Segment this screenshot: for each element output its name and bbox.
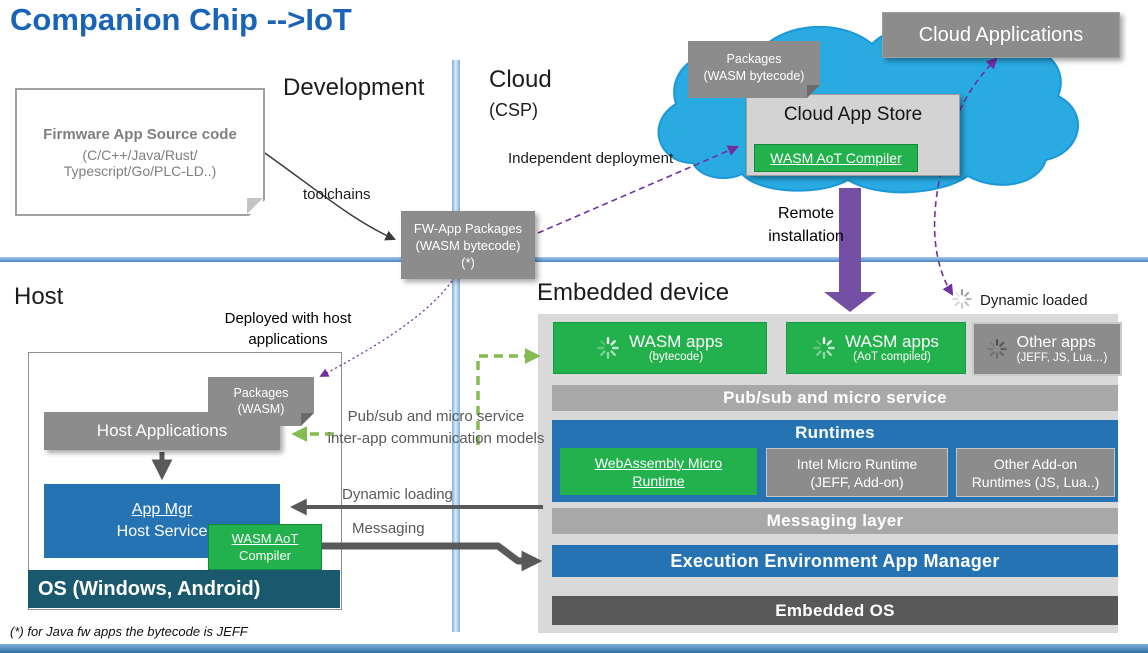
remote-line1: Remote (777, 205, 835, 222)
wasm-apps2-title: WASM apps (845, 332, 939, 351)
footnote: (*) for Java fw apps the bytecode is JEF… (10, 624, 248, 639)
other-apps-title: Other apps (1016, 334, 1096, 351)
host-compiler-line1: WASM AoT (231, 531, 299, 546)
pubsub-models-line2: inter-app communication models (327, 430, 545, 447)
cloud-app-store-title: Cloud App Store (783, 104, 923, 125)
webassembly-micro-runtime-box: WebAssembly Micro Runtime (560, 448, 757, 495)
other-rt-line2: Runtimes (JS, Lua..) (971, 473, 1100, 490)
cloud-wasm-aot-compiler-label: WASM AoT Compiler (770, 150, 902, 166)
remote-line2: installation (768, 228, 844, 245)
page-title: Companion Chip -->IoT (10, 2, 352, 37)
host-packages-note: Packages (WASM) (208, 377, 314, 426)
execution-environment-bar: Execution Environment App Manager (552, 545, 1118, 577)
section-label-cloud: Cloud (489, 66, 552, 93)
section-label-embedded-device: Embedded device (537, 279, 730, 306)
fwpkg-line3: (*) (461, 254, 475, 270)
other-apps-box: Other apps (JEFF, JS, Lua…) (972, 322, 1122, 376)
cloud-packages-line1: Packages (726, 52, 782, 66)
messaging-layer-bar: Messaging layer (552, 508, 1118, 534)
fwpkg-line1: FW-App Packages (413, 220, 523, 236)
wasm-apps-bytecode-box: WASM apps (bytecode) (553, 322, 767, 374)
cloud-csp-label: (CSP) (489, 100, 538, 120)
dynamic-loaded-label: Dynamic loaded (980, 292, 1088, 309)
cloud-packages-note: Packages (WASM bytecode) (688, 41, 820, 98)
bottom-accent-bar (0, 644, 1148, 653)
other-rt-line1: Other Add-on (993, 455, 1078, 472)
deployed-line1: Deployed with host (224, 310, 352, 327)
wasm-apps1-sub: (bytecode) (648, 351, 704, 363)
horizontal-divider (0, 257, 1148, 262)
deployed-line2: applications (248, 331, 328, 348)
fw-app-packages-box: FW-App Packages (WASM bytecode) (*) (401, 211, 535, 279)
firmware-source-box: Firmware App Source code (C/C++/Java/Rus… (15, 88, 265, 216)
wamr-line2: Runtime (632, 472, 685, 489)
pubsub-models-line1: Pub/sub and micro service (347, 408, 525, 425)
intel-rt-line2: (JEFF, Add-on) (810, 473, 904, 490)
fwpkg-line2: (WASM bytecode) (415, 237, 521, 253)
embedded-os-bar: Embedded OS (552, 596, 1118, 625)
host-packages-line1: Packages (233, 386, 289, 400)
section-label-host: Host (14, 283, 64, 310)
dynamic-loading-label: Dynamic loading (342, 486, 453, 503)
host-os-label: OS (Windows, Android) (38, 578, 261, 600)
folded-corner (247, 198, 263, 214)
toolchains-label: toolchains (303, 186, 371, 203)
pubsub-service-bar: Pub/sub and micro service (552, 385, 1118, 411)
app-mgr-line1: App Mgr (131, 501, 193, 518)
firmware-title: Firmware App Source code (43, 125, 237, 143)
host-applications-label: Host Applications (96, 421, 228, 440)
host-wasm-aot-compiler-box: WASM AoT Compiler (208, 524, 322, 570)
cloud-wasm-aot-compiler-box: WASM AoT Compiler (754, 144, 918, 172)
wamr-line1: WebAssembly Micro (594, 454, 723, 471)
remote-installation-label: Remote installation (756, 202, 856, 248)
cloud-applications-label: Cloud Applications (918, 23, 1084, 46)
wasm-apps1-title: WASM apps (629, 332, 723, 351)
host-compiler-line2: Compiler (238, 548, 291, 563)
host-os-bar: OS (Windows, Android) (28, 570, 340, 608)
app-mgr-line2: Host Service (116, 523, 208, 540)
runtimes-title: Runtimes (795, 423, 875, 442)
intel-rt-line1: Intel Micro Runtime (796, 455, 918, 472)
wasm-apps2-sub: (AoT compiled) (853, 351, 931, 363)
independent-deployment-label: Independent deployment (508, 150, 674, 167)
spinner-icon (986, 339, 1007, 359)
spinner-icon (952, 289, 972, 309)
intel-micro-runtime-box: Intel Micro Runtime (JEFF, Add-on) (766, 448, 948, 497)
pubsub-models-label: Pub/sub and micro service inter-app comm… (322, 406, 550, 450)
vertical-divider (452, 60, 460, 632)
other-apps-sub: (JEFF, JS, Lua…) (1016, 352, 1108, 364)
host-packages-line2: (WASM) (237, 402, 285, 416)
firmware-langs-line2: Typescript/Go/PLC-LD..) (63, 162, 217, 179)
cloud-packages-line2: (WASM bytecode) (703, 69, 805, 83)
other-addon-runtimes-box: Other Add-on Runtimes (JS, Lua..) (956, 448, 1115, 497)
messaging-label: Messaging (352, 520, 425, 537)
wasm-apps-aot-box: WASM apps (AoT compiled) (786, 322, 966, 374)
spinner-icon (813, 337, 835, 359)
firmware-langs-line1: (C/C++/Java/Rust/ (82, 146, 198, 163)
deployed-with-host-label: Deployed with host applications (210, 308, 366, 350)
spinner-icon (597, 337, 619, 359)
cloud-applications-box: Cloud Applications (882, 12, 1120, 58)
section-label-development: Development (283, 74, 425, 101)
